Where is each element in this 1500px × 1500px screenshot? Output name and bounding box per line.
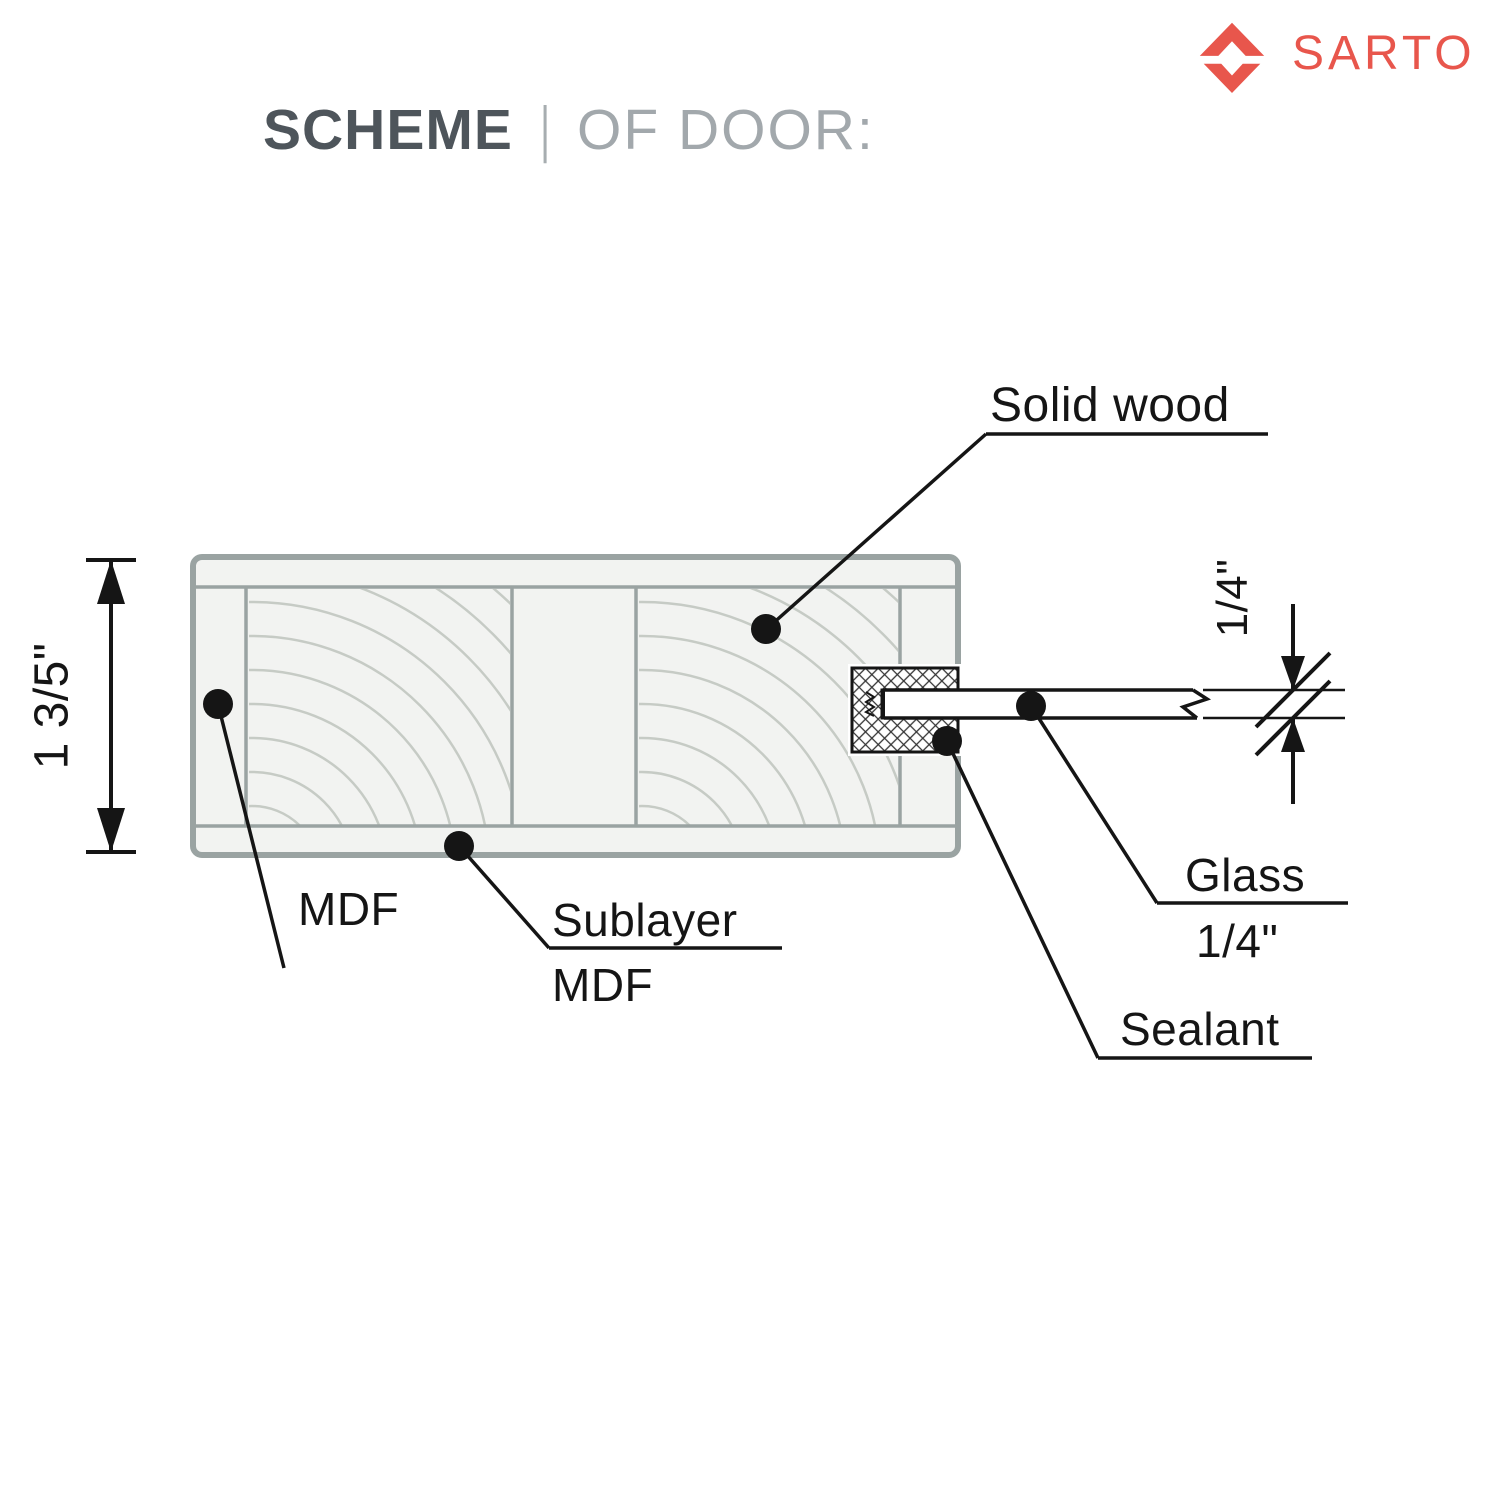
title-separator: |	[540, 95, 550, 164]
label-sealant: Sealant	[1120, 1003, 1280, 1055]
label-glass-size: 1/4"	[1196, 915, 1279, 967]
label-sublayer-mdf: MDF	[552, 959, 654, 1011]
label-door-thickness: 1 3/5"	[25, 642, 79, 770]
wood-grain-right	[639, 589, 898, 825]
label-glass-thickness: 1/4"	[1208, 558, 1257, 638]
glass-break-symbol	[1179, 688, 1212, 720]
door-cross-section	[190, 554, 961, 858]
wood-grain-left	[249, 589, 510, 825]
label-mdf: MDF	[298, 883, 400, 935]
arrow-down	[97, 808, 125, 852]
page-header: SCHEME | OF DOOR:	[263, 94, 875, 165]
gasket-squiggle	[863, 691, 876, 717]
dimension-door-thickness	[86, 558, 136, 854]
leader-sublayer-mdf	[444, 831, 782, 950]
dimension-glass-thickness	[1203, 604, 1345, 804]
dim-tick	[1254, 651, 1332, 729]
door-body	[193, 557, 958, 855]
label-sublayer: Sublayer	[552, 894, 738, 946]
page-subtitle: OF DOOR:	[576, 97, 875, 162]
arrow-up	[97, 560, 125, 604]
leader-mdf	[203, 689, 286, 969]
arrow-up	[1281, 718, 1305, 752]
leader-glass	[1016, 691, 1348, 905]
brand: SARTO	[1192, 10, 1476, 96]
brand-name: SARTO	[1292, 26, 1476, 80]
dim-tick	[1254, 679, 1332, 757]
page-title: SCHEME	[263, 97, 513, 162]
brand-logo-icon	[1199, 22, 1265, 93]
arrow-down	[1281, 656, 1305, 690]
leader-solid-wood	[751, 432, 1268, 644]
label-glass: Glass	[1185, 849, 1306, 901]
leader-sealant	[932, 726, 1312, 1060]
label-solid-wood: Solid wood	[990, 379, 1230, 432]
